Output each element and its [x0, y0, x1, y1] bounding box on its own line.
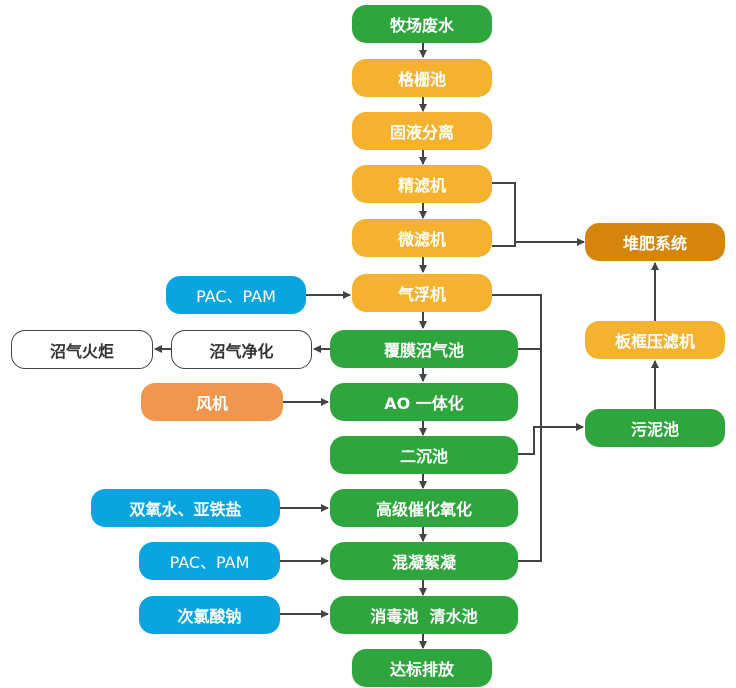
- node-source: 牧场废水: [352, 5, 492, 43]
- node-pac-pam-1: PAC、PAM: [166, 276, 306, 314]
- node-coagulation: 混凝絮凝: [330, 542, 518, 580]
- node-sludge-tank: 污泥池: [585, 409, 725, 447]
- node-separation: 固液分离: [352, 112, 492, 150]
- node-fine-filter: 精滤机: [352, 165, 492, 203]
- node-micro-filter: 微滤机: [352, 219, 492, 257]
- node-screen: 格栅池: [352, 59, 492, 97]
- node-biogas-purification: 沼气净化: [171, 330, 312, 369]
- arrow-microfilter-compost: [492, 238, 585, 247]
- node-advanced-oxidation: 高级催化氧化: [330, 489, 518, 527]
- node-disinfection: 消毒池 清水池: [330, 596, 518, 634]
- node-flotation: 气浮机: [352, 274, 492, 312]
- node-discharge: 达标排放: [352, 649, 492, 687]
- node-biogas-flare: 沼气火炬: [11, 330, 153, 369]
- node-biogas-tank: 覆膜沼气池: [330, 330, 518, 368]
- node-compost: 堆肥系统: [585, 223, 725, 261]
- node-blower: 风机: [141, 383, 283, 421]
- arrow-settling-sludgetank: [518, 423, 584, 455]
- node-pac-pam-2: PAC、PAM: [139, 542, 280, 580]
- node-h2o2-ferrous: 双氧水、亚铁盐: [91, 489, 280, 527]
- node-secondary-settling: 二沉池: [330, 436, 518, 474]
- line-finefilter-compost: [492, 182, 516, 243]
- node-hypochlorite: 次氯酸钠: [139, 596, 280, 634]
- node-filter-press: 板框压滤机: [585, 321, 725, 359]
- node-ao: AO 一体化: [330, 383, 518, 421]
